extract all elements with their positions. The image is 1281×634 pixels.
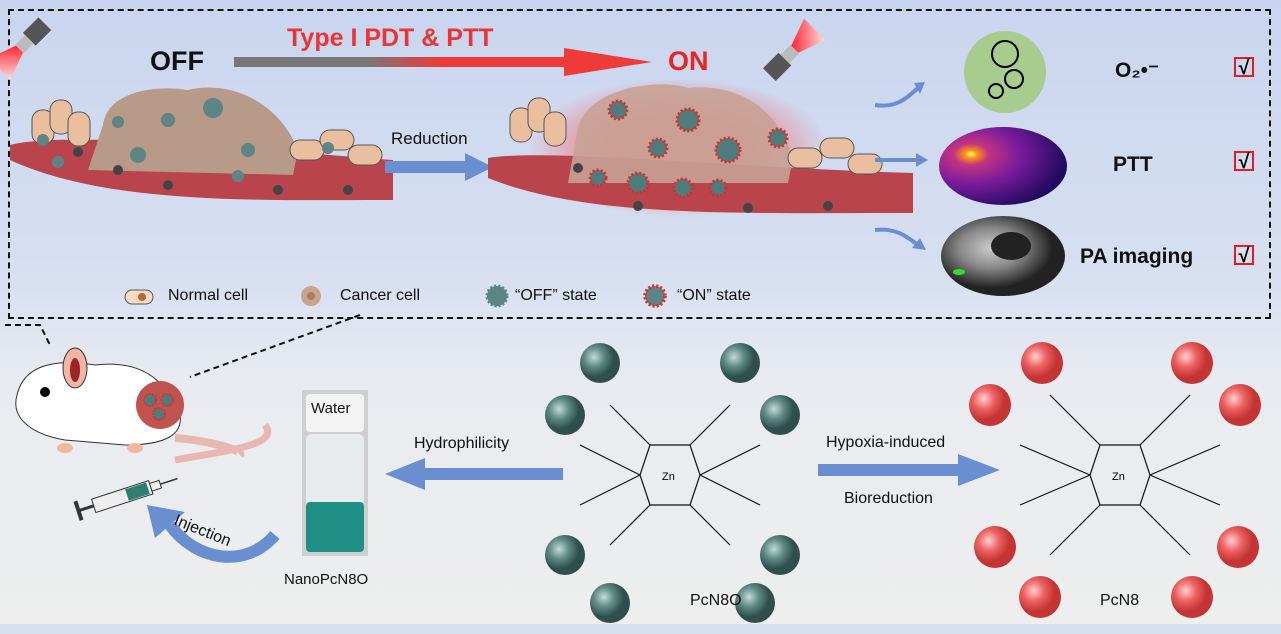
pcn8o-caption: PcN8O <box>690 592 742 609</box>
outcome-label-ptt: PTT <box>1113 153 1153 176</box>
thermal-image-icon <box>939 127 1067 205</box>
on-label: ON <box>668 46 709 76</box>
zoom-connector-lines <box>5 314 361 378</box>
legend-normal-cell: Normal cell <box>168 287 249 304</box>
vial-photo <box>302 390 368 556</box>
check-icon-ptt: √ <box>1234 151 1254 172</box>
off-state-nanoparticle-icon <box>485 284 509 308</box>
laser-icon-left <box>0 17 52 80</box>
check-icon-pa-imaging: √ <box>1234 245 1254 266</box>
legend-on-state: “ON” state <box>677 287 751 304</box>
hydrophilicity-arrow <box>385 458 563 490</box>
on-state-nanoparticle-icon <box>643 284 667 308</box>
outcome-label-superoxide: O₂•⁻ <box>1115 59 1160 82</box>
outcome-arrows <box>874 82 928 250</box>
top-panel-frame <box>8 9 1271 319</box>
outcome-label-pa-imaging: PA imaging <box>1080 245 1194 268</box>
tumor-off-illustration <box>10 87 393 201</box>
hydrophilicity-label: Hydrophilicity <box>414 435 510 452</box>
svg-text:Zn: Zn <box>662 471 675 483</box>
process-label: Type I PDT & PTT <box>287 24 494 52</box>
tumor-on-illustration <box>488 78 913 218</box>
pcn8o-molecule: Zn <box>545 343 800 623</box>
photoacoustic-image-icon <box>941 216 1065 296</box>
pcn8-molecule: Zn <box>969 342 1261 618</box>
bottom-band <box>0 624 1281 634</box>
mouse-illustration <box>15 347 245 459</box>
off-to-on-arrow <box>234 48 652 76</box>
legend-off-state: “OFF” state <box>515 287 597 304</box>
hypoxia-label: Hypoxia-induced <box>826 434 946 451</box>
off-label: OFF <box>150 46 204 76</box>
injection-arrow <box>147 505 280 563</box>
legend-cancer-cell: Cancer cell <box>340 287 421 304</box>
laser-icon-right <box>763 18 826 81</box>
pcn8-caption: PcN8 <box>1100 592 1140 609</box>
vial-label-water: Water <box>311 400 351 417</box>
normal-cell-icon <box>124 289 154 305</box>
svg-text:Zn: Zn <box>1112 471 1125 483</box>
check-icon-superoxide: √ <box>1234 57 1254 78</box>
vial-caption: NanoPcN8O <box>284 571 369 588</box>
reduction-label: Reduction <box>391 129 468 148</box>
reduction-arrow <box>385 153 493 181</box>
superoxide-bubbles-icon <box>964 31 1046 113</box>
cancer-cell-icon <box>301 286 321 306</box>
bioreduction-label: Bioreduction <box>844 490 933 507</box>
mouse-tail <box>174 422 271 464</box>
hypoxia-bioreduction-arrow <box>818 454 1000 486</box>
syringe-icon <box>73 477 178 521</box>
